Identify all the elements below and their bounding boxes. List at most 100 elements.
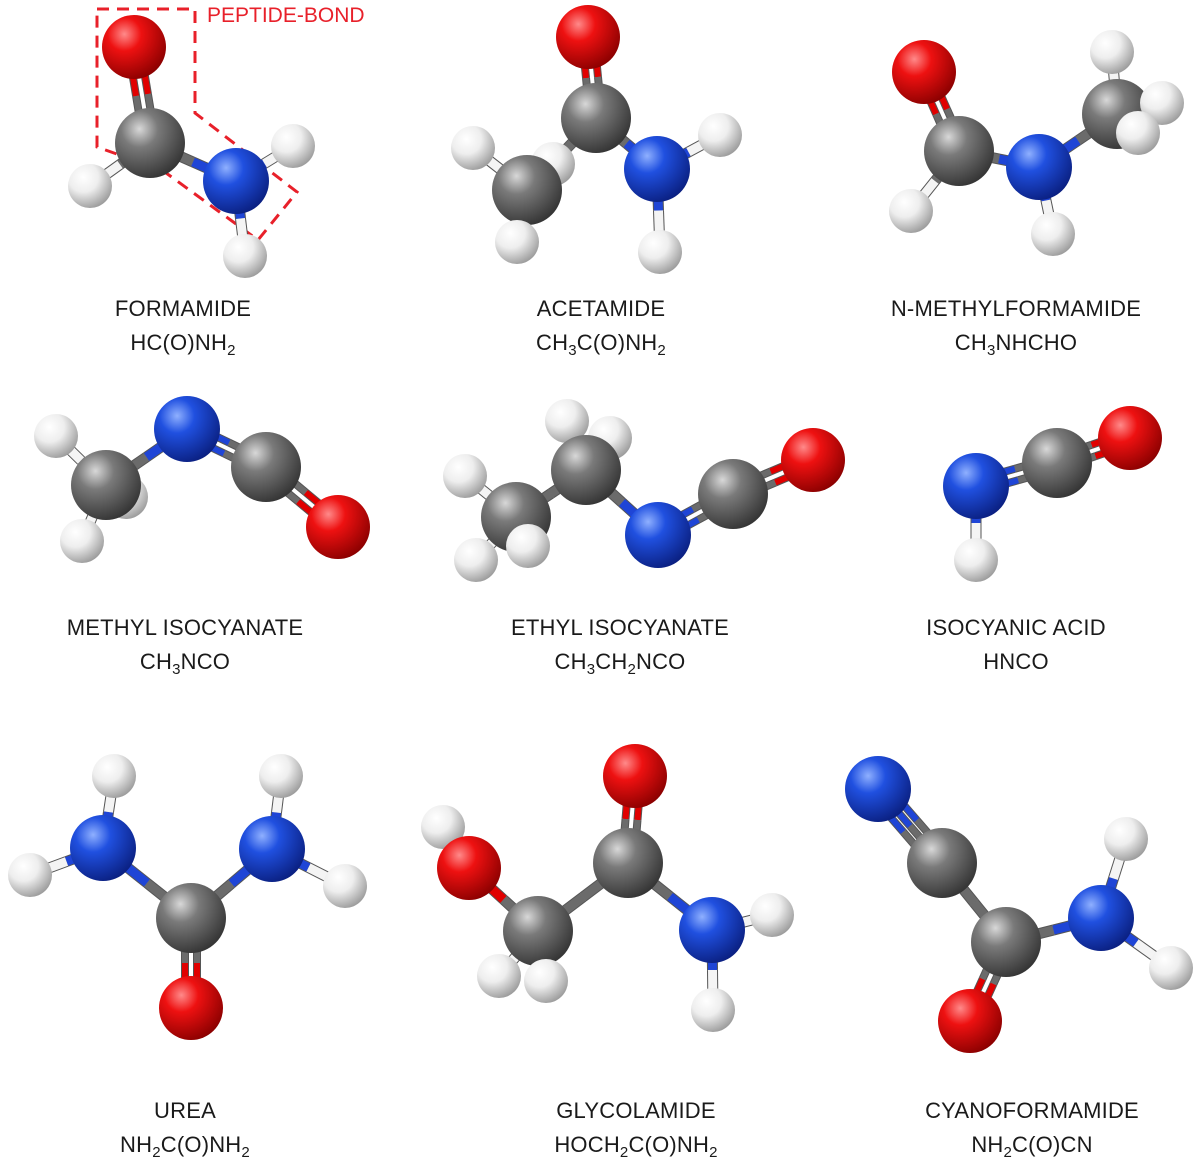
formula-text: NH (120, 1132, 152, 1157)
formula-subscript: 2 (709, 1144, 718, 1161)
hydrogen-atom (68, 164, 112, 208)
molecule-formula: HC(O)NH2 (130, 330, 235, 359)
hydrogen-atom (34, 414, 78, 458)
hydrogen-atom (1140, 81, 1184, 125)
formula-subscript: 3 (568, 342, 577, 359)
formula-subscript: 2 (657, 342, 666, 359)
nitrogen-atom (154, 396, 220, 462)
nitrogen-atom (1068, 885, 1134, 951)
formula-text: HNCO (983, 649, 1049, 674)
formula-subscript: 2 (241, 1144, 250, 1161)
carbon-atom (503, 896, 573, 966)
oxygen-atom (437, 836, 501, 900)
hydrogen-atom (691, 988, 735, 1032)
molecule-formula: CH3NHCHO (955, 330, 1077, 359)
nitrogen-atom (624, 136, 690, 202)
carbon-atom (71, 450, 141, 520)
hydrogen-atom (323, 864, 367, 908)
formula-text: CH (555, 649, 587, 674)
formula-text: C(O)NH (161, 1132, 242, 1157)
oxygen-atom (781, 428, 845, 492)
hydrogen-atom (1031, 212, 1075, 256)
carbon-atom (115, 108, 185, 178)
hydrogen-atom (451, 126, 495, 170)
oxygen-atom (556, 5, 620, 69)
formula-text: NCO (636, 649, 686, 674)
carbon-atom (924, 116, 994, 186)
hydrogen-atom (638, 230, 682, 274)
molecule-formula: NH2C(O)NH2 (120, 1132, 250, 1161)
nitrogen-atom (679, 897, 745, 963)
hydrogen-atom (92, 754, 136, 798)
hydrogen-atom (8, 853, 52, 897)
formula-text: C(O)CN (1012, 1132, 1093, 1157)
formula-subscript: 2 (152, 1144, 161, 1161)
carbon-atom (551, 435, 621, 505)
formula-text: NH (971, 1132, 1003, 1157)
nitrogen-atom (1006, 134, 1072, 200)
formula-subscript: 3 (172, 661, 181, 678)
molecule-formula: HNCO (983, 649, 1049, 674)
formula-text: C(O)NH (628, 1132, 709, 1157)
molecule-name: METHYL ISOCYANATE (67, 615, 303, 640)
hydrogen-atom (259, 754, 303, 798)
oxygen-atom (102, 15, 166, 79)
molecule-name: ETHYL ISOCYANATE (511, 615, 729, 640)
formula-text: HOCH (554, 1132, 620, 1157)
formula-text: CH (595, 649, 627, 674)
hydrogen-atom (1090, 30, 1134, 74)
molecule-methyl-isocyanate (34, 396, 370, 563)
hydrogen-atom (454, 538, 498, 582)
oxygen-atom (1098, 406, 1162, 470)
hydrogen-atom (443, 454, 487, 498)
hydrogen-atom (889, 189, 933, 233)
hydrogen-atom (545, 399, 589, 443)
hydrogen-atom (271, 124, 315, 168)
hydrogen-atom (954, 538, 998, 582)
hydrogen-atom (506, 524, 550, 568)
molecule-urea (8, 754, 367, 1040)
hydrogen-atom (223, 234, 267, 278)
molecule-name: ACETAMIDE (537, 296, 666, 321)
peptide-bond-dashed-outline (95, 7, 300, 243)
formula-text: C(O)NH (577, 330, 658, 355)
peptide-bond-label: PEPTIDE-BOND (207, 4, 365, 27)
formula-subscript: 2 (620, 1144, 629, 1161)
molecule-isocyanic-acid (943, 406, 1162, 582)
molecule-cyanoformamide (845, 756, 1193, 1053)
molecule-name: N-METHYLFORMAMIDE (891, 296, 1141, 321)
molecule-glycolamide (421, 744, 794, 1032)
hydrogen-atom (421, 805, 465, 849)
formula-subscript: 3 (987, 342, 996, 359)
oxygen-atom (603, 744, 667, 808)
formula-text: CH (140, 649, 172, 674)
formula-text: NCO (181, 649, 231, 674)
carbon-atom (1022, 428, 1092, 498)
molecule-name: CYANOFORMAMIDE (925, 1098, 1139, 1123)
carbon-atom (231, 432, 301, 502)
formula-text: NHCHO (996, 330, 1078, 355)
formula-subscript: 2 (227, 342, 236, 359)
nitrogen-atom (203, 148, 269, 214)
formula-subscript: 2 (1004, 1144, 1013, 1161)
molecule-formula: NH2C(O)CN (971, 1132, 1092, 1161)
molecule-formula: HOCH2C(O)NH2 (554, 1132, 717, 1161)
molecule-name: UREA (154, 1098, 216, 1123)
formula-text: CH (955, 330, 987, 355)
nitrogen-atom (845, 756, 911, 822)
carbon-atom (561, 83, 631, 153)
carbon-atom (492, 155, 562, 225)
molecule-name: GLYCOLAMIDE (556, 1098, 716, 1123)
nitrogen-atom (943, 453, 1009, 519)
hydrogen-atom (495, 220, 539, 264)
hydrogen-atom (60, 519, 104, 563)
peptide-bond-annotation: PEPTIDE-BOND (95, 4, 365, 243)
oxygen-atom (306, 495, 370, 559)
molecule-acetamide (451, 5, 742, 274)
molecule-n-methylformamide (889, 30, 1184, 256)
hydrogen-atom (524, 959, 568, 1003)
molecule-formula: CH3NCO (140, 649, 230, 678)
carbon-atom (156, 883, 226, 953)
formula-subscript: 2 (627, 661, 636, 678)
